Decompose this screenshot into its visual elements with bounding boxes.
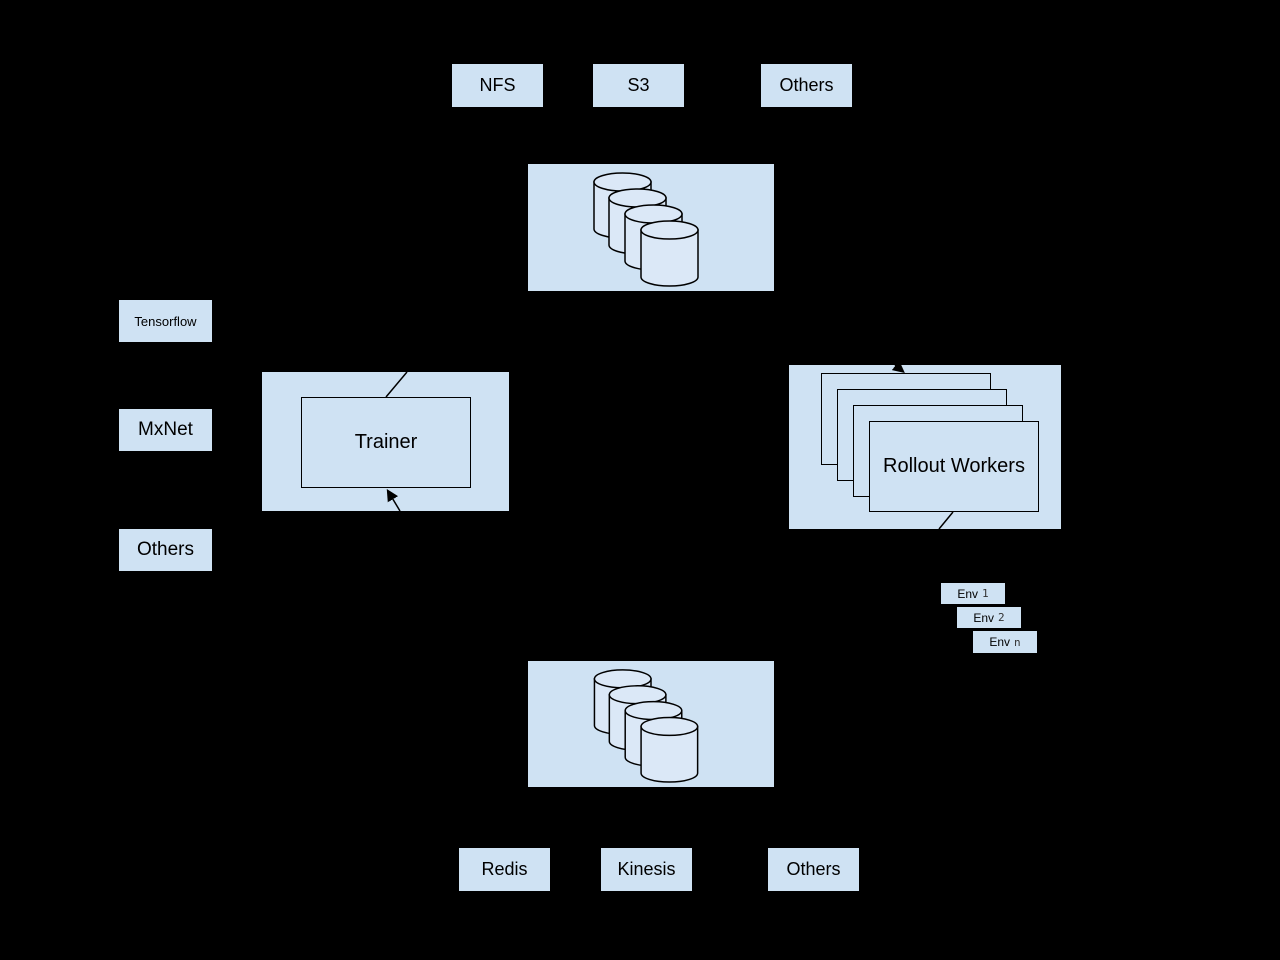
model-storage-node — [528, 164, 774, 291]
env-label: Env — [973, 610, 995, 625]
env-index: n — [1014, 635, 1021, 649]
env-label: Env — [957, 586, 979, 601]
trainer-box: Trainer — [301, 397, 471, 488]
env-node-n: Env n — [973, 631, 1037, 653]
trainer-node: Trainer — [262, 372, 509, 511]
rollout-workers-node: Rollout Workers — [789, 365, 1061, 529]
backend-box-others-top: Others — [761, 64, 852, 107]
backend-box-others-bottom: Others — [768, 848, 859, 891]
trainer-label: Trainer — [354, 431, 418, 453]
data-storage-node — [528, 661, 774, 787]
backend-box-nfs: NFS — [452, 64, 543, 107]
framework-box-tensorflow: Tensorflow — [119, 300, 212, 342]
rollout-workers-box: Rollout Workers — [869, 421, 1039, 512]
framework-label: Others — [136, 539, 195, 560]
framework-box-others-left: Others — [119, 529, 212, 571]
env-index: 1 — [982, 587, 989, 600]
arrow-trainer-to-model-storage — [385, 372, 408, 398]
arrow-data-storage-to-trainer — [386, 488, 401, 511]
backend-box-kinesis: Kinesis — [601, 848, 692, 891]
env-node-2: Env 2 — [957, 607, 1021, 628]
backend-label: Kinesis — [617, 859, 676, 879]
database-cluster-icon — [593, 172, 699, 287]
rollout-workers-label: Rollout Workers — [883, 455, 1025, 477]
backend-label: Others — [779, 75, 834, 95]
env-index: 2 — [998, 611, 1005, 624]
env-node-1: Env 1 — [941, 583, 1005, 604]
backend-label: NFS — [479, 75, 516, 95]
env-label: Env — [989, 635, 1011, 649]
backend-box-redis: Redis — [459, 848, 550, 891]
database-cluster-icon — [593, 669, 699, 783]
backend-label: Redis — [481, 859, 528, 879]
arrow-rollout-to-data-storage — [938, 511, 954, 529]
backend-label: S3 — [627, 75, 650, 95]
arrow-into-rollout-workers — [891, 365, 905, 374]
backend-box-s3: S3 — [593, 64, 684, 107]
framework-label: Tensorflow — [134, 313, 197, 329]
framework-label: MxNet — [138, 419, 193, 440]
framework-box-mxnet: MxNet — [119, 409, 212, 451]
backend-label: Others — [786, 859, 841, 879]
